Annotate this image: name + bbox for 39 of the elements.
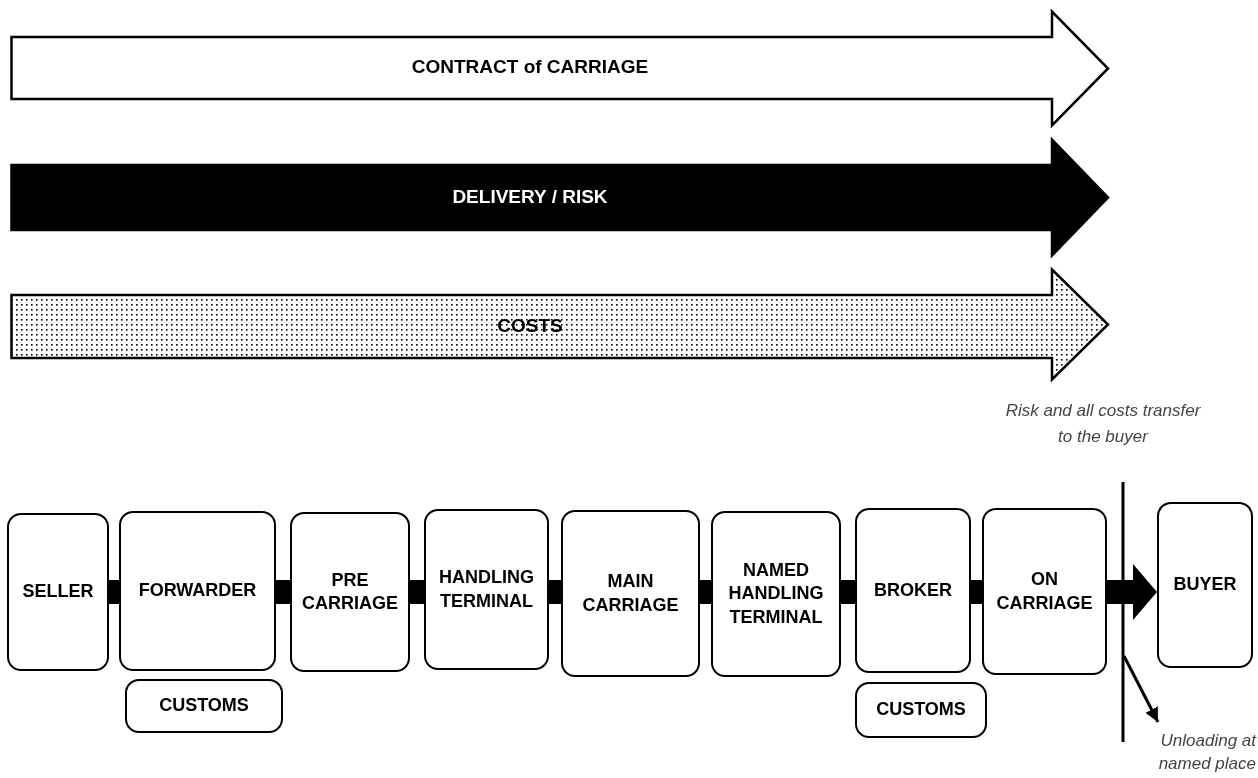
arrow-banner: [10, 10, 1110, 127]
box-label: FORWARDER: [138, 579, 257, 603]
banner-label: COSTS: [496, 314, 564, 337]
connector-bar: [700, 580, 711, 604]
box-label: PRE CARRIAGE: [301, 568, 399, 615]
connector-bar: [109, 580, 119, 604]
box-label: CUSTOMS: [876, 698, 966, 722]
connector-bar: [841, 580, 855, 604]
process-box: [855, 682, 987, 738]
process-box: [561, 510, 700, 677]
box-label: MAIN CARRIAGE: [581, 570, 680, 617]
banner-label: DELIVERY / RISK: [451, 185, 609, 208]
box-label: SELLER: [22, 580, 94, 604]
connector-bar: [971, 580, 982, 604]
banner-label: CONTRACT of CARRIAGE: [410, 56, 650, 78]
process-box: [711, 511, 841, 677]
annotation-text: Unloading at named place: [1128, 730, 1256, 776]
process-box: [1157, 502, 1253, 668]
process-box: [290, 512, 410, 672]
leader-arrow: [1122, 655, 1160, 723]
box-label: BROKER: [874, 578, 952, 602]
connector-bar: [410, 580, 424, 604]
arrow-banner: [10, 138, 1110, 257]
box-label: ON CARRIAGE: [995, 568, 1094, 615]
box-label: BUYER: [1173, 573, 1237, 597]
process-box: [424, 509, 549, 670]
arrow-banner: [10, 268, 1110, 381]
connector-bar: [549, 580, 561, 604]
connector-bar: [276, 580, 290, 604]
box-label: CUSTOMS: [159, 694, 249, 718]
process-box: [982, 508, 1107, 675]
process-box: [119, 511, 276, 671]
process-box: [125, 679, 283, 733]
process-box: [7, 513, 109, 671]
process-box: [855, 508, 971, 673]
box-label: NAMED HANDLING TERMINAL: [727, 558, 825, 629]
arrow: [1107, 564, 1157, 620]
box-label: HANDLING TERMINAL: [438, 566, 535, 613]
transfer-note: Risk and all costs transfer to the buyer: [1004, 400, 1202, 448]
